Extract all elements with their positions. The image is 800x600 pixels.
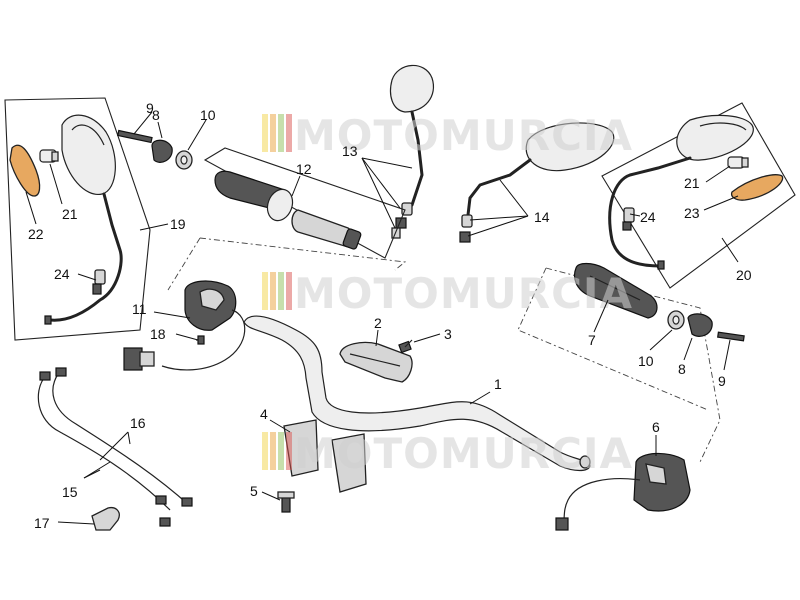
- callout-16: 16: [130, 415, 146, 431]
- right-indicator-bulb: [727, 156, 749, 169]
- left-bar-end-weight: [117, 129, 193, 170]
- callout-labels: 1 2 3 4 5 6 7 8 8 9 9 10 10 11 12 13 14 …: [28, 100, 752, 531]
- cable-clip-17: [91, 506, 120, 531]
- callout-8-right: 8: [678, 361, 686, 377]
- right-grip-7: [573, 262, 658, 319]
- right-indicator-lens: [730, 174, 784, 201]
- watermark-top: MOTOMURCIA: [262, 111, 633, 160]
- callout-6: 6: [652, 419, 660, 435]
- callout-5: 5: [250, 483, 258, 499]
- callout-7: 7: [588, 332, 596, 348]
- callout-21-left: 21: [62, 206, 78, 222]
- callout-15: 15: [62, 484, 78, 500]
- left-grip-12: [214, 170, 362, 250]
- callout-21-right: 21: [684, 175, 700, 191]
- svg-text:MOTOMURCIA: MOTOMURCIA: [294, 269, 633, 318]
- left-indicator-lens: [9, 144, 41, 197]
- callout-9-right: 9: [718, 373, 726, 389]
- bolt-5: [277, 491, 295, 513]
- right-bar-end: [667, 310, 745, 342]
- left-mirror-kit-panel: [4, 97, 151, 341]
- callout-23: 23: [684, 205, 700, 221]
- screw-3: [398, 339, 413, 354]
- callout-11: 11: [132, 301, 147, 317]
- callout-10-right: 10: [638, 353, 654, 369]
- callout-22: 22: [28, 226, 44, 242]
- callout-8-left: 8: [152, 107, 160, 123]
- left-switch-dashed-guide: [199, 237, 407, 271]
- watermark-middle: MOTOMURCIA: [262, 269, 633, 318]
- left-switch-11: [123, 280, 246, 371]
- left-indicator-bulb: [39, 149, 59, 163]
- right-grip-dashed-guide-2: [517, 267, 709, 411]
- callout-14: 14: [534, 209, 550, 225]
- callout-19: 19: [170, 216, 186, 232]
- callout-10-left: 10: [200, 107, 216, 123]
- callout-1: 1: [494, 376, 502, 392]
- watermark-bottom: MOTOMURCIA: [262, 429, 633, 478]
- left-connector-24: [92, 269, 106, 295]
- callout-24-right: 24: [640, 209, 656, 225]
- right-switch-6: [555, 452, 691, 531]
- throttle-cables: [37, 367, 193, 527]
- callout-9-left: 9: [146, 100, 154, 116]
- left-mirror: [44, 114, 123, 325]
- callout-18: 18: [150, 326, 166, 342]
- left-switch-dashed-guide-2: [167, 237, 201, 291]
- clamp-top-2: [339, 341, 413, 383]
- center-right-mirror: [459, 122, 615, 243]
- risers-4: [283, 419, 367, 493]
- leader-lines: [25, 111, 739, 525]
- callout-3: 3: [444, 326, 452, 342]
- callout-20: 20: [736, 267, 752, 283]
- callout-24-left: 24: [54, 266, 70, 282]
- right-mirror: [608, 114, 754, 270]
- svg-text:MOTOMURCIA: MOTOMURCIA: [294, 429, 633, 478]
- handlebar-1: [243, 315, 591, 472]
- callout-13: 13: [342, 143, 358, 159]
- callout-2: 2: [374, 315, 382, 331]
- callout-12: 12: [296, 161, 312, 177]
- callout-17: 17: [34, 515, 50, 531]
- svg-text:MOTOMURCIA: MOTOMURCIA: [294, 111, 633, 160]
- callout-4: 4: [260, 406, 268, 422]
